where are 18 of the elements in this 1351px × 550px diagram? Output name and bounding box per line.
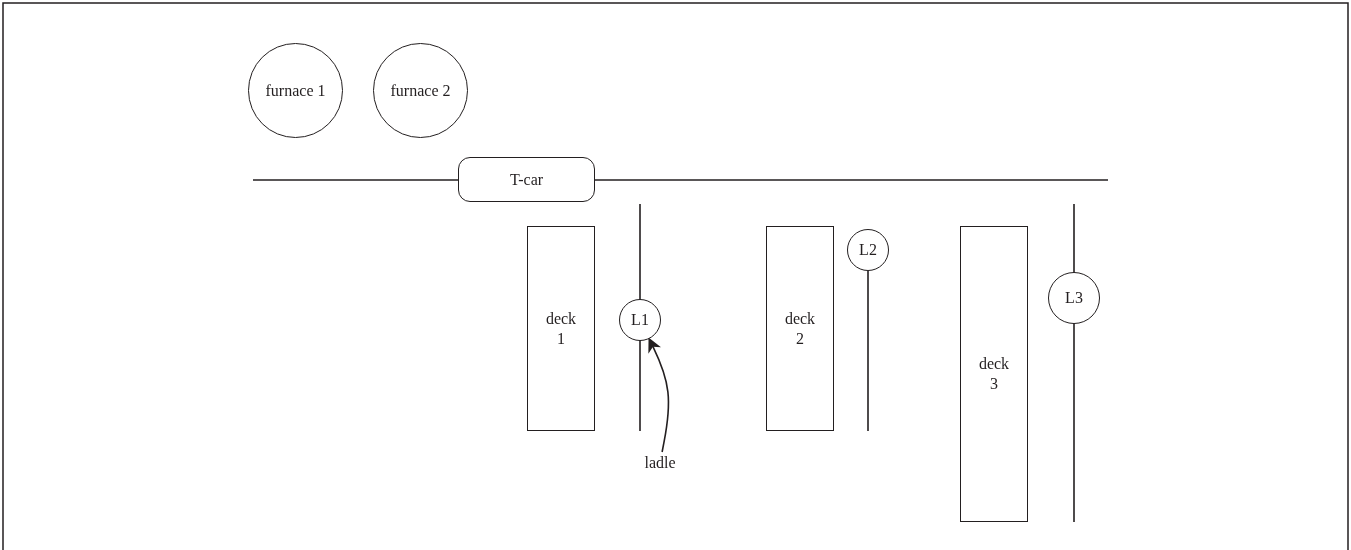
ladle-circle (847, 229, 889, 271)
node-label: deck 1 (544, 308, 578, 349)
node-label: deck 3 (977, 354, 1011, 394)
car-box (458, 157, 595, 202)
callout-label: ladle (644, 453, 676, 473)
node-label: deck 2 (783, 308, 817, 349)
deck-box (527, 226, 595, 431)
ladle-circle (1048, 272, 1100, 324)
node-label: L2 (859, 240, 877, 260)
ladle-circle (619, 299, 661, 341)
node-label: L3 (1065, 288, 1083, 308)
leader-line (648, 337, 670, 453)
deck-box (766, 226, 834, 431)
node-label: T-car (509, 169, 544, 190)
node-label: L1 (631, 310, 649, 330)
node-label: furnace 2 (390, 80, 451, 101)
node-label: furnace 1 (265, 80, 326, 101)
deck-box (960, 226, 1028, 522)
